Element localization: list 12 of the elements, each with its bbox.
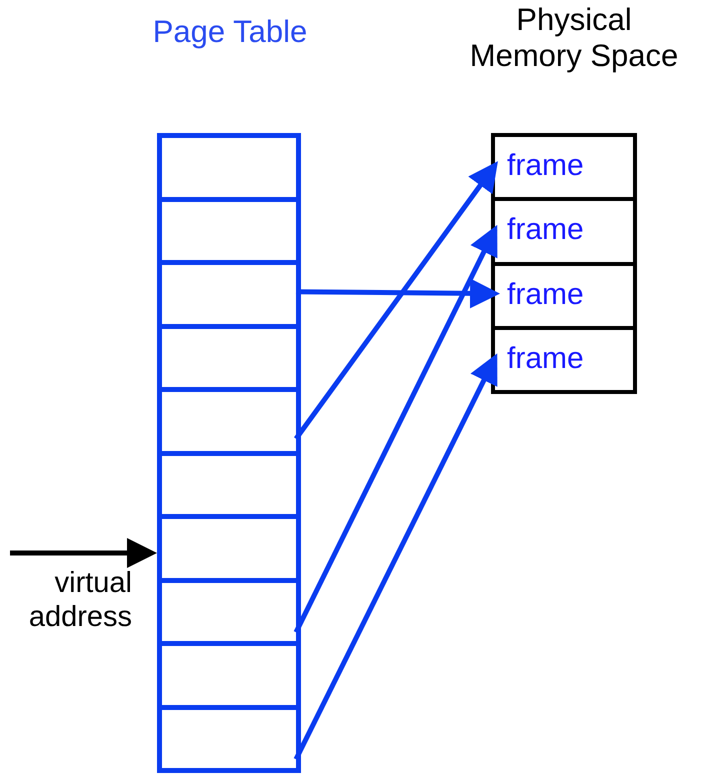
arrow — [294, 161, 498, 440]
note-label: virtual address — [28, 566, 132, 634]
arrow — [296, 278, 500, 308]
table-title: Physical Memory Space — [468, 2, 680, 74]
arrow — [10, 538, 157, 568]
table-title: Page Table — [152, 14, 308, 50]
frame-label: frame — [507, 149, 584, 183]
frame-label: frame — [507, 278, 584, 312]
frame-label: frame — [507, 213, 584, 248]
frame-label: frame — [507, 342, 584, 376]
arrow — [294, 353, 498, 760]
arrow — [294, 224, 498, 634]
